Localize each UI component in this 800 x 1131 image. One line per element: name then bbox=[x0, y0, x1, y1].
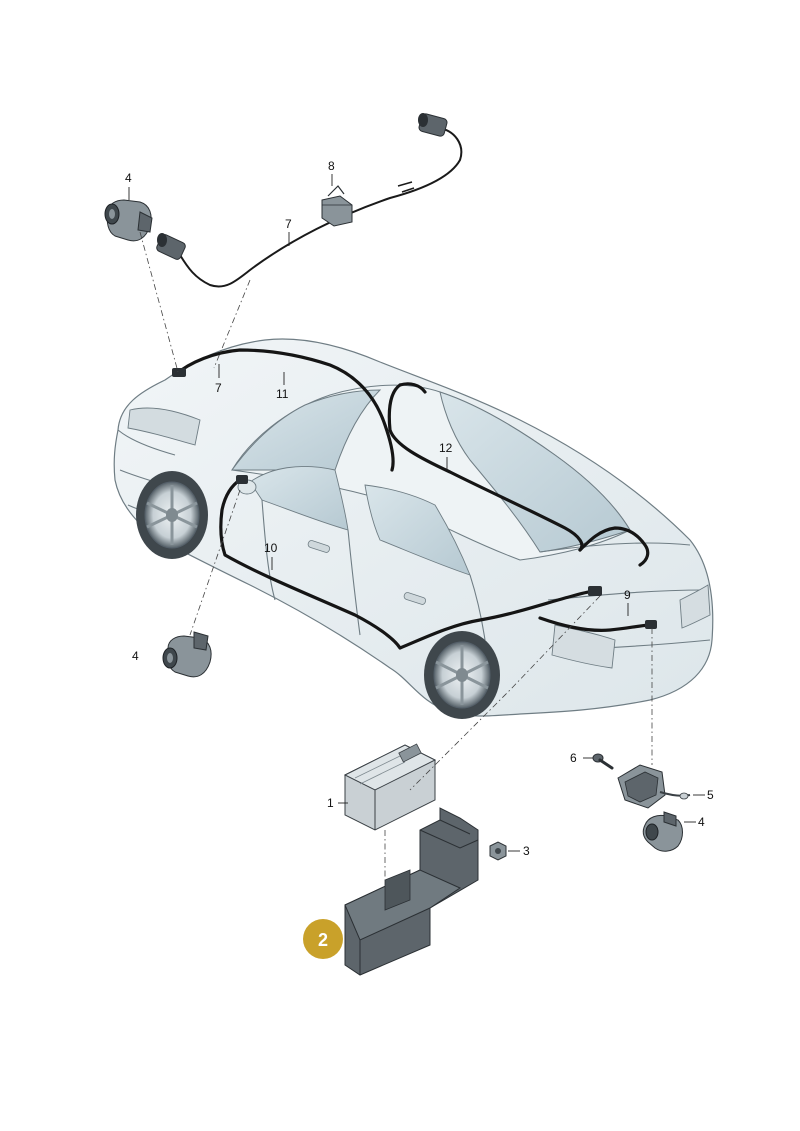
callout-1: 1 bbox=[327, 796, 334, 810]
car-tail-light-right bbox=[679, 584, 711, 629]
nut-part-3 bbox=[489, 841, 507, 861]
car-door-handle-rear bbox=[403, 592, 427, 605]
control-unit-part-1 bbox=[343, 743, 437, 831]
car-tail-light bbox=[551, 624, 616, 669]
leader-lines bbox=[139, 231, 653, 880]
connector-7-left bbox=[156, 233, 186, 260]
bracket-part-5 bbox=[617, 764, 691, 809]
harness-side-10 bbox=[219, 478, 600, 650]
callout-9: 9 bbox=[624, 588, 631, 602]
callout-4-right: 4 bbox=[698, 815, 705, 829]
callout-10: 10 bbox=[264, 541, 278, 555]
callout-7-top: 7 bbox=[285, 217, 292, 231]
connector-7-top bbox=[418, 113, 448, 137]
car-front-wheel bbox=[136, 471, 208, 559]
harness-part-7 bbox=[156, 113, 463, 288]
harness-rear-9 bbox=[538, 616, 654, 632]
bracket-part-2 bbox=[344, 807, 479, 976]
connector-roof bbox=[588, 586, 602, 596]
clip-part-8 bbox=[321, 185, 353, 227]
callout-12: 12 bbox=[439, 441, 453, 455]
callout-7-car: 7 bbox=[215, 381, 222, 395]
connector-rear bbox=[645, 620, 657, 629]
screw-part-6 bbox=[592, 753, 614, 770]
callout-6: 6 bbox=[570, 751, 577, 765]
connector-side bbox=[236, 475, 248, 484]
car-rear-window bbox=[439, 391, 631, 553]
callout-11: 11 bbox=[276, 387, 289, 401]
car-door-lines bbox=[261, 499, 486, 641]
callout-3: 3 bbox=[523, 844, 530, 858]
connector-front-left bbox=[172, 368, 186, 377]
car-headlight bbox=[127, 407, 201, 446]
sensor-part-4-left bbox=[162, 631, 212, 678]
harness-roof-12 bbox=[387, 382, 650, 567]
callout-5: 5 bbox=[707, 788, 714, 802]
highlight-badge-label: 2 bbox=[318, 930, 328, 950]
sensor-part-4-top bbox=[104, 199, 153, 242]
callout-4-left: 4 bbox=[132, 649, 139, 663]
car-door-handle-front bbox=[307, 540, 331, 553]
sensor-part-4-right bbox=[642, 811, 683, 852]
car-rear-wheel bbox=[424, 631, 500, 719]
callout-ticks bbox=[128, 174, 705, 852]
car-body bbox=[113, 338, 714, 719]
highlight-badge-circle bbox=[303, 919, 343, 959]
callout-labels: 4 8 7 7 11 12 10 9 4 6 5 4 1 3 bbox=[125, 159, 714, 858]
callout-8: 8 bbox=[328, 159, 335, 173]
highlight-badge[interactable]: 2 bbox=[303, 919, 343, 959]
car-front-side-window bbox=[249, 465, 349, 531]
callout-4-top: 4 bbox=[125, 171, 132, 185]
harness-front-11 bbox=[173, 348, 395, 472]
